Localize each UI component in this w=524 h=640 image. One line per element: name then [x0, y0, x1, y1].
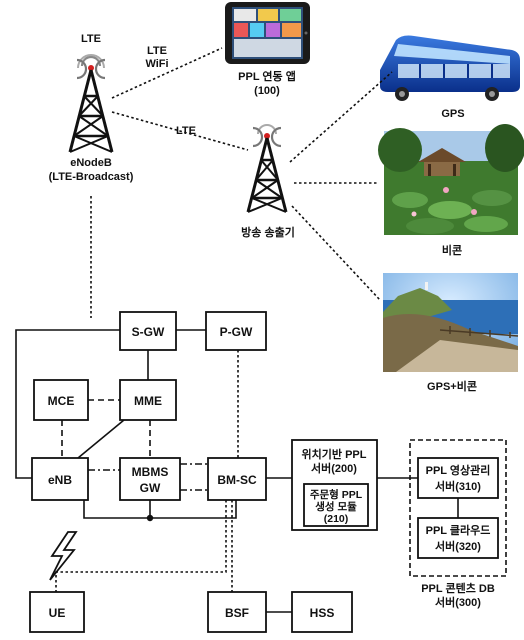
broadcaster-name: 방송 송출기	[241, 225, 295, 239]
content-db-group-box	[409, 439, 507, 577]
custom-module-box	[303, 483, 369, 527]
bus-label: GPS	[441, 108, 464, 120]
tablet-icon	[225, 2, 310, 64]
enb-label: eNB	[48, 473, 72, 487]
custom-module-label: 주문형 PPL	[310, 488, 363, 501]
custom-module-label-2: 생성 모듈	[315, 500, 357, 513]
custom-module-id: (210)	[324, 513, 349, 525]
tablet-name: PPL 연동 앱	[238, 69, 296, 83]
network-boxes	[29, 311, 499, 633]
content-db-label: PPL 콘텐츠 DB	[421, 581, 495, 595]
lte-mid-label: LTE	[176, 125, 196, 137]
pgw-box	[205, 311, 267, 351]
cloud-server-label: PPL 클라우드	[426, 523, 491, 537]
bsf-label: BSF	[225, 606, 249, 620]
bus-icon	[380, 35, 520, 101]
wireless-lightning-icon	[49, 531, 78, 581]
video-server-box	[417, 457, 499, 499]
broadcaster-tower-icon	[246, 124, 288, 213]
ue-box	[29, 591, 85, 633]
cloud-server-box	[417, 517, 499, 559]
coast-photo	[383, 273, 519, 372]
video-server-label: PPL 영상관리	[426, 463, 491, 477]
garden-label: 비콘	[442, 243, 462, 257]
hss-box	[291, 591, 353, 633]
location-server-id: 서버(200)	[311, 461, 357, 475]
mce-box	[33, 379, 89, 421]
bmsc-box	[207, 457, 267, 501]
location-server-label: 위치기반 PPL	[302, 447, 367, 461]
link-broadcaster-bus	[289, 71, 393, 163]
lte-label: LTE	[147, 45, 167, 57]
video-server-id: 서버(310)	[435, 479, 481, 493]
mbms-box	[119, 457, 181, 501]
mce-label: MCE	[48, 394, 75, 408]
radio-links	[90, 47, 393, 318]
pgw-label: P-GW	[220, 325, 253, 339]
dashed-links	[61, 399, 151, 458]
sgw-box	[119, 311, 177, 351]
dotted-data-links	[55, 350, 239, 592]
mbms-label: MBMS	[132, 465, 169, 479]
mme-label: MME	[134, 394, 162, 408]
cloud-server-id: 서버(320)	[435, 539, 481, 553]
link-broadcaster-coast	[291, 205, 381, 301]
dashdot-links	[88, 463, 208, 491]
link-enodeb-tablet	[111, 47, 223, 99]
ue-label: UE	[49, 606, 66, 620]
enb-box	[31, 457, 89, 501]
hss-label: HSS	[310, 606, 335, 620]
enodeb-name: eNodeB	[70, 157, 112, 169]
enodeb-top-label: LTE	[81, 33, 101, 45]
sgw-label: S-GW	[132, 325, 165, 339]
link-enodeb-broadcaster	[111, 111, 249, 151]
wifi-label: WiFi	[145, 58, 168, 70]
mbms-gw-label: GW	[140, 481, 161, 495]
enodeb-name-sub: (LTE-Broadcast)	[49, 171, 134, 183]
mme-box	[119, 379, 177, 421]
bmsc-label: BM-SC	[217, 473, 257, 487]
core-links	[15, 329, 459, 613]
content-db-id: 서버(300)	[435, 595, 481, 609]
tablet-name-sub: (100)	[254, 85, 280, 97]
garden-photo	[378, 124, 524, 235]
bus-junction-dot	[146, 514, 154, 522]
bsf-box	[207, 591, 267, 633]
coast-label: GPS+비콘	[427, 379, 477, 393]
enodeb-tower-icon	[68, 54, 114, 153]
